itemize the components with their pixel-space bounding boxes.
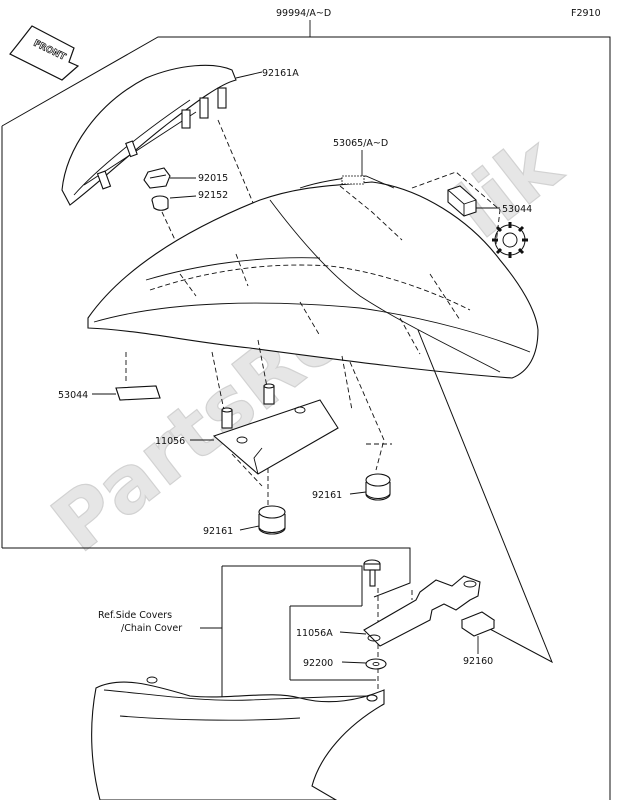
pad-92160 <box>460 611 496 637</box>
figure-code: F2910 <box>571 8 601 19</box>
callout-92152: 92152 <box>198 190 228 201</box>
damper-53044-lower <box>115 352 161 401</box>
washer-92200 <box>365 658 387 670</box>
grommet-92161-left <box>258 505 286 535</box>
bolt-11056A <box>363 559 381 587</box>
assembly-label: 99994/A~D <box>276 8 331 19</box>
callout-53065: 53065/A~D <box>333 138 388 149</box>
callout-92161-right: 92161 <box>312 490 342 501</box>
callout-92161-left: 92161 <box>203 526 233 537</box>
reference-note-line2: /Chain Cover <box>121 623 182 634</box>
callout-53044-lower: 53044 <box>58 390 88 401</box>
damper-53044-upper <box>447 185 477 217</box>
seat-label-leader <box>341 150 365 185</box>
seat-cowl-cover <box>61 64 237 206</box>
callout-92160: 92160 <box>463 656 493 667</box>
callout-11056: 11056 <box>155 436 185 447</box>
bracket-studs <box>221 383 275 429</box>
bracket-11056 <box>212 399 339 475</box>
bracket-11056A <box>363 575 481 647</box>
reference-note-line1: Ref.Side Covers <box>98 610 172 621</box>
single-seat-cover <box>87 175 539 379</box>
collar-92152 <box>151 195 169 211</box>
callout-92200: 92200 <box>303 658 333 669</box>
gear-icon <box>492 222 528 258</box>
callout-11056A: 11056A <box>296 628 333 639</box>
callout-53044-upper: 53044 <box>502 204 532 215</box>
callout-92161A: 92161A <box>262 68 299 79</box>
assembly-frame <box>1 20 611 800</box>
front-arrow-icon: FRONT <box>9 25 80 81</box>
nut-92015 <box>143 167 171 189</box>
callout-92015: 92015 <box>198 173 228 184</box>
callout-labels: 92161A 92015 92152 53065/A~D 53044 53044… <box>58 68 532 669</box>
cowl-guide-lines <box>161 119 263 255</box>
grommet-92161-right <box>365 473 391 501</box>
lower-group-frame <box>289 329 553 694</box>
side-cover-reference <box>91 565 385 800</box>
